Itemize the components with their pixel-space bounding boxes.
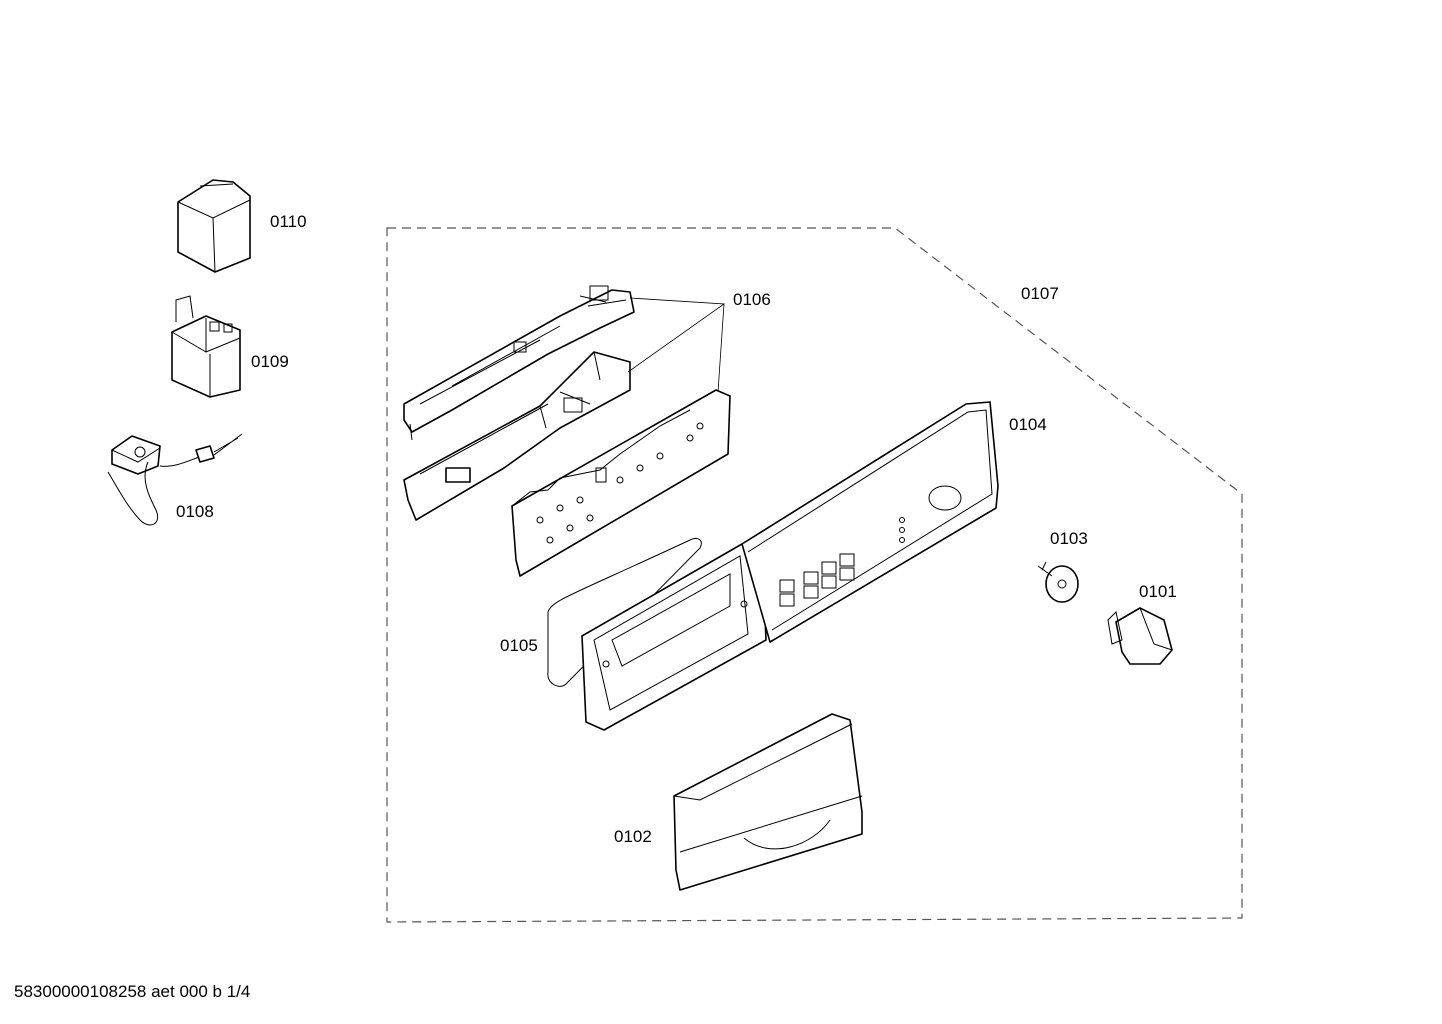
part-0106-lower-holder bbox=[403, 351, 631, 521]
part-0102-drawing bbox=[673, 713, 863, 891]
part-0110-drawing bbox=[177, 179, 251, 273]
part-label-0110: 0110 bbox=[270, 212, 307, 231]
part-label-0103: 0103 bbox=[1050, 529, 1088, 548]
part-label-0107: 0107 bbox=[1021, 284, 1059, 303]
part-0106-leader bbox=[627, 297, 726, 393]
part-label-0109: 0109 bbox=[251, 352, 289, 371]
part-0104-drawing bbox=[741, 401, 999, 643]
part-0101-drawing bbox=[1107, 607, 1173, 665]
part-0108-drawing bbox=[107, 433, 243, 526]
document-code: 58300000108258 aet 000 b 1/4 bbox=[14, 982, 251, 1001]
part-0103-drawing bbox=[1037, 561, 1079, 603]
part-label-0104: 0104 bbox=[1009, 415, 1047, 434]
part-label-0102: 0102 bbox=[614, 827, 652, 846]
part-0105-drawing bbox=[547, 537, 767, 731]
part-label-0108: 0108 bbox=[176, 502, 214, 521]
part-label-0101: 0101 bbox=[1139, 582, 1177, 601]
part-0106-upper-holder bbox=[403, 285, 635, 441]
part-label-0106: 0106 bbox=[733, 290, 771, 309]
assembly-boundary bbox=[386, 227, 1243, 923]
part-0109-drawing bbox=[171, 295, 241, 398]
part-0106-board bbox=[511, 389, 731, 577]
part-label-0105: 0105 bbox=[500, 636, 538, 655]
